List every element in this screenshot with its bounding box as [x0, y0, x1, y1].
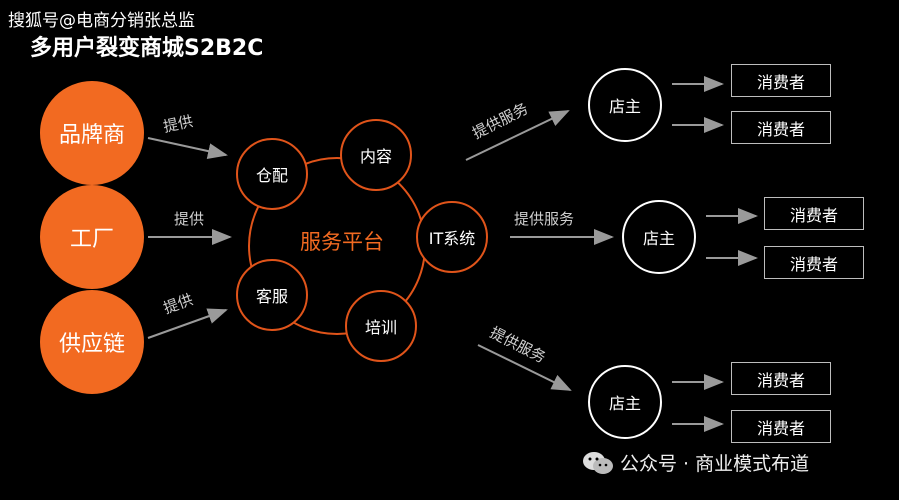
platform-label: 服务平台	[300, 230, 384, 254]
consumer-box: 消费者	[731, 111, 831, 144]
watermark: 搜狐号@电商分销张总监	[8, 11, 195, 31]
platform-node-it-system: IT系统	[416, 201, 488, 273]
shop-owner-1: 店主	[588, 68, 662, 142]
service-label: 提供服务	[514, 210, 575, 228]
footer-text: 公众号 · 商业模式布道	[620, 453, 810, 475]
consumer-box: 消费者	[764, 197, 864, 230]
source-supply-chain: 供应链	[40, 290, 144, 394]
consumer-box: 消费者	[731, 362, 831, 395]
platform-node-content: 内容	[340, 119, 412, 191]
arrow-service-1	[465, 110, 570, 161]
arrow-supply	[147, 308, 228, 339]
source-brand: 品牌商	[40, 81, 144, 185]
arrow-service-3	[477, 344, 572, 391]
platform-node-warehouse: 仓配	[236, 138, 308, 210]
consumer-box: 消费者	[764, 246, 864, 279]
footer-watermark: 公众号 · 商业模式布道	[582, 449, 809, 476]
diagram-title: 多用户裂变商城S2B2C	[30, 36, 264, 61]
shop-owner-3: 店主	[588, 365, 662, 439]
arrow-brand	[147, 137, 228, 159]
platform-node-training: 培训	[345, 290, 417, 362]
platform-node-customer-service: 客服	[236, 259, 308, 331]
source-factory: 工厂	[40, 185, 144, 289]
consumer-box: 消费者	[731, 410, 831, 443]
shop-owner-2: 店主	[622, 200, 696, 274]
provide-label: 提供	[174, 210, 205, 228]
consumer-box: 消费者	[731, 64, 831, 97]
wechat-icon	[583, 451, 613, 474]
